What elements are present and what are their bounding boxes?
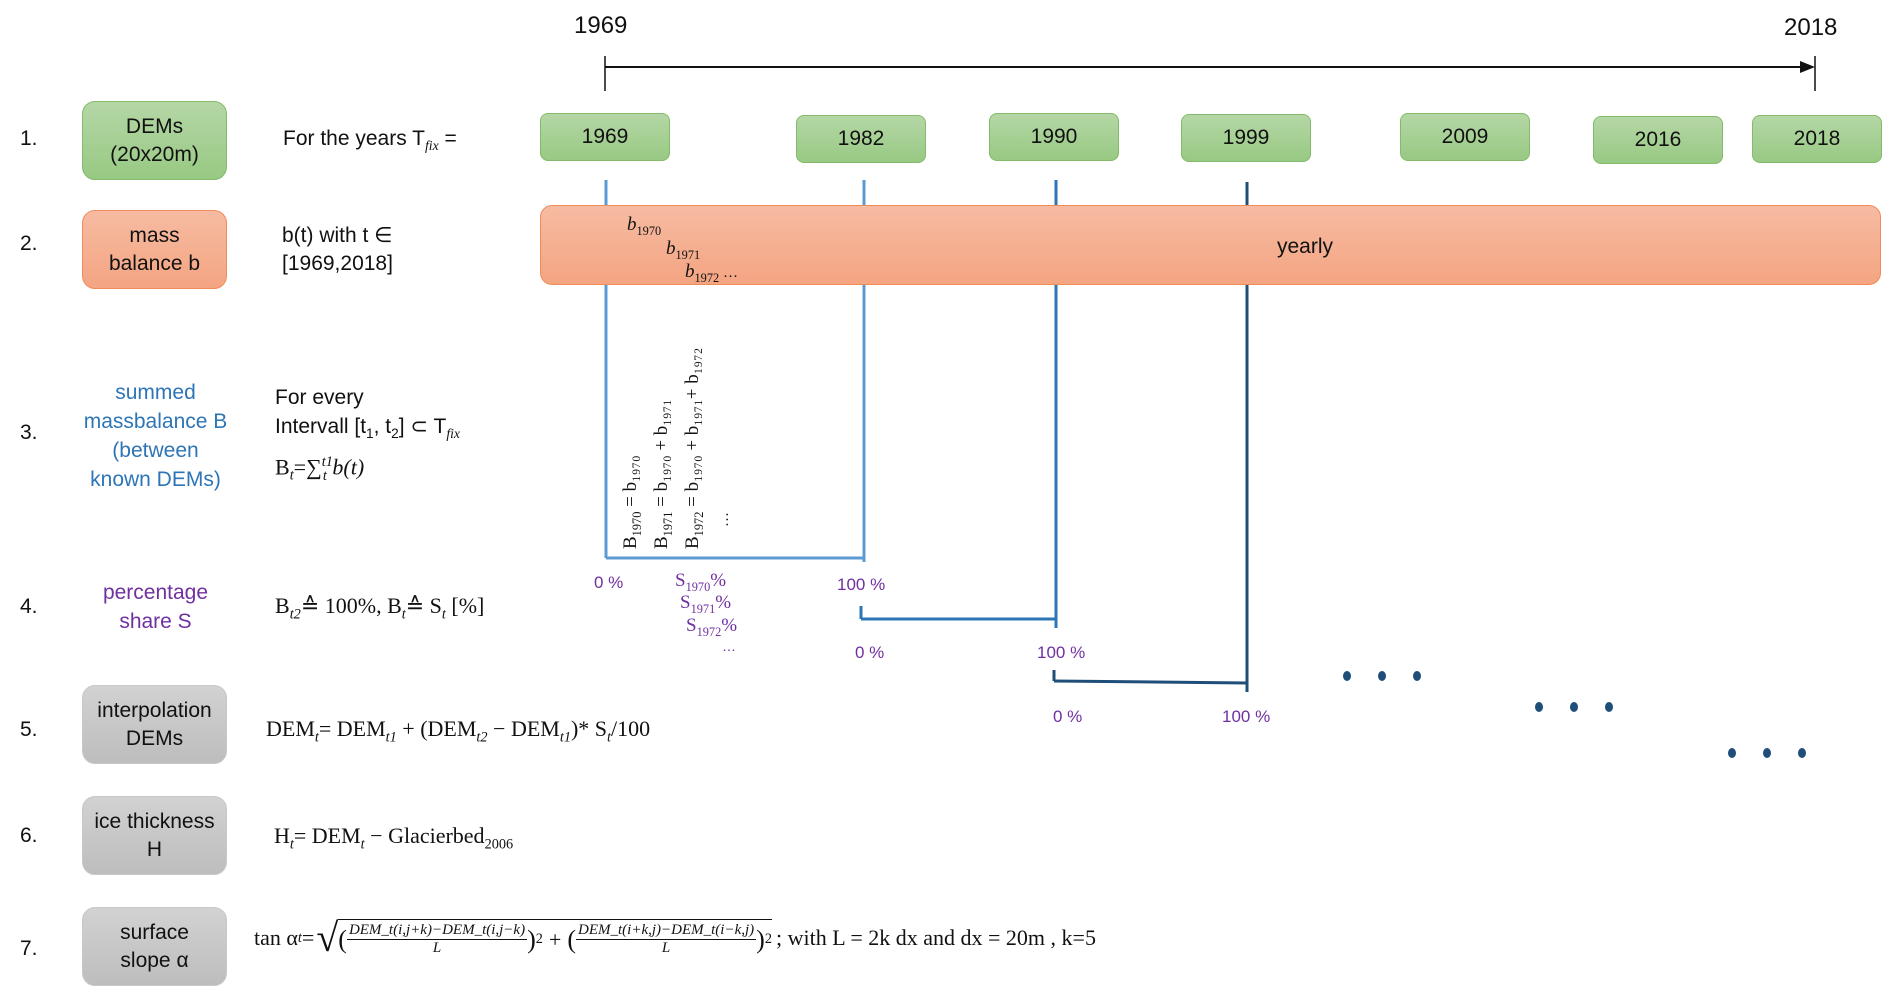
category-label-line: DEMs (125, 726, 184, 750)
category-label-line: (20x20m) (110, 142, 199, 166)
category-label-line: (between (112, 439, 199, 462)
row-number-5: 5. (20, 718, 38, 741)
mass-balance-bar-label: yearly (1277, 235, 1334, 258)
category-label-line: mass (129, 223, 180, 247)
summed-term: B1971 = b₁₉₇₀ + b₁₉₇₁ (651, 399, 675, 549)
mass-balance-term: b1971 (666, 238, 701, 262)
category-box-surface-slope: surface slope α (82, 907, 227, 986)
description-row-3: For every Intervall [t1, t2] ⊂ Tfix Bt=∑… (275, 386, 460, 484)
category-label-line: share S (119, 610, 192, 633)
category-label-line: known DEMs) (90, 468, 221, 491)
dem-year-box: 1999 (1181, 114, 1311, 162)
category-box-dems: DEMs (20x20m) (82, 101, 227, 180)
category-label-line: massbalance B (83, 410, 228, 433)
category-box-ice-thickness: ice thickness H (82, 796, 227, 875)
description-row-2: b(t) with t ∈ [1969,2018] (282, 224, 393, 275)
row-number-2: 2. (20, 232, 38, 255)
category-label-line: interpolation (97, 698, 212, 722)
continuation-dot (1570, 702, 1578, 712)
continuation-dot (1798, 748, 1806, 758)
fraction-1: DEM_t(i,j+k)−DEM_t(i,j−k) L (346, 922, 528, 956)
continuation-dot (1605, 702, 1613, 712)
continuation-dot (1343, 671, 1351, 681)
row-number-1: 1. (20, 127, 38, 150)
timeline-start-label: 1969 (574, 12, 628, 39)
description-row-1: For the years Tfix = (283, 127, 457, 154)
dem-year-box: 1982 (796, 115, 926, 163)
description-row-4: Bt2≙ 100%, Bt≙ St [%] (275, 593, 485, 623)
category-box-interpolation: interpolation DEMs (82, 685, 227, 764)
category-label-line: balance b (108, 251, 201, 275)
mass-balance-term: b1970 (627, 214, 662, 238)
share-term: S1971% (680, 592, 732, 616)
category-label-line: percentage (102, 581, 209, 604)
continuation-dot (1413, 671, 1421, 681)
summed-term-ellipsis: … (716, 512, 732, 527)
continuation-dot (1763, 748, 1771, 758)
summed-term: B1970 = b₁₉₇₀ (620, 455, 644, 549)
interval-1-start-label: 0 % (594, 573, 624, 592)
continuation-dot (1728, 748, 1736, 758)
category-label-summed-massbalance: summed massbalance B (between known DEMs… (78, 378, 233, 494)
row-number-6: 6. (20, 824, 38, 847)
interval-1-end-label: 100 % (837, 575, 886, 594)
description-row-5: DEMt= DEMt1 + (DEMt2 − DEMt1)* St/100 (266, 716, 651, 746)
sqrt-sign: √ (316, 915, 339, 960)
interval-2-end-label: 100 % (1037, 643, 1086, 662)
description-row-6: Ht= DEMt − Glacierbed2006 (274, 823, 514, 853)
continuation-dot (1378, 671, 1386, 681)
summed-term: B1972 = b₁₉₇₀ + b₁₉₇₁+ b₁₉₇₂ (682, 347, 706, 549)
timeline-end-label: 2018 (1784, 14, 1838, 41)
mass-balance-term: b1972 … (685, 261, 738, 285)
fraction-2: DEM_t(i+k,j)−DEM_t(i−k,j) L (576, 922, 757, 956)
interval-3-start-label: 0 % (1053, 707, 1083, 726)
mass-balance-bar (540, 205, 1881, 285)
row-number-3: 3. (20, 421, 38, 444)
category-label-line: surface (120, 920, 189, 944)
share-term-ellipsis: … (722, 638, 736, 654)
dem-year-box: 1969 (540, 113, 670, 161)
interval-3-end-label: 100 % (1222, 707, 1271, 726)
share-term: S1972% (686, 615, 738, 639)
timeline-arrowhead (1800, 61, 1815, 73)
category-label-percentage-share: percentage share S (78, 577, 233, 637)
category-label-line: H (146, 837, 163, 861)
category-label-line: summed (115, 381, 196, 404)
sqrt-body: ( DEM_t(i,j+k)−DEM_t(i,j−k) L )2 + ( DEM… (338, 919, 772, 957)
category-label-line: ice thickness (94, 809, 215, 833)
category-box-mass-balance: mass balance b (82, 210, 227, 289)
category-label-line: slope α (120, 948, 189, 972)
dem-year-box: 1990 (989, 113, 1119, 161)
category-label-line: DEMs (125, 114, 184, 138)
share-term: S1970% (675, 570, 727, 594)
continuation-dot (1535, 702, 1543, 712)
dem-year-box: 2016 (1593, 116, 1723, 164)
row-number-7: 7. (20, 937, 38, 960)
dem-year-box: 2018 (1752, 115, 1882, 163)
dem-year-box: 2009 (1400, 113, 1530, 161)
row-number-4: 4. (20, 595, 38, 618)
interval-2-start-label: 0 % (855, 643, 885, 662)
